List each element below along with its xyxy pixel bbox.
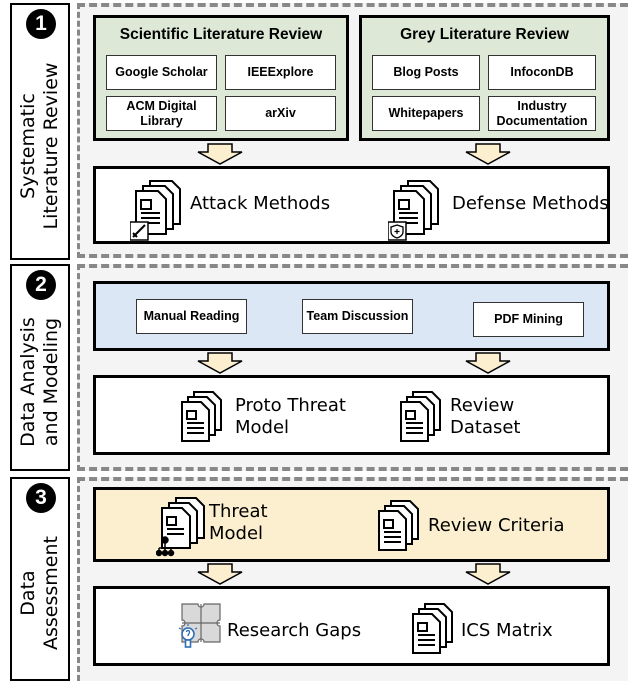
source-google-scholar: Google Scholar — [106, 55, 217, 90]
output-attack-methods: Attack Methods — [190, 193, 331, 214]
source-acm-digital-library: ACM Digital Library — [106, 96, 217, 131]
stage-3-outputs-box: Research Gaps ICS Matrix — [93, 586, 610, 666]
scientific-literature-box: Scientific Literature Review Google Scho… — [93, 15, 349, 141]
grey-literature-title: Grey Literature Review — [400, 26, 569, 43]
grey-literature-box: Grey Literature Review Blog Posts Infoco… — [359, 15, 610, 141]
puzzle-lightbulb-icon — [178, 603, 221, 648]
stage-3-number: 3 — [26, 483, 56, 513]
assessment-inputs-box: Threat Model Review Criteria — [93, 487, 610, 562]
document-icon — [400, 391, 441, 442]
document-icon — [412, 603, 453, 654]
activity-pdf-mining: PDF Mining — [473, 302, 584, 337]
stage-2-label: 2 Data Analysis and Modeling — [10, 264, 70, 471]
stage-1-label: 1 Systematic Literature Review — [10, 3, 70, 260]
source-whitepapers: Whitepapers — [372, 96, 480, 131]
arrow-down-icon — [197, 563, 243, 585]
arrow-down-icon — [465, 143, 511, 165]
output-review-dataset: Review Dataset — [450, 395, 521, 438]
stage-1-outputs-box: Attack Methods Defense Methods — [93, 166, 610, 244]
source-arxiv: arXiv — [225, 96, 336, 131]
document-shield-icon — [388, 180, 439, 241]
stage-2-outputs-box: Proto Threat Model Review Dataset — [93, 375, 610, 455]
source-industry-documentation: Industry Documentation — [488, 96, 596, 131]
input-review-criteria: Review Criteria — [428, 515, 565, 536]
stage-1-title: Systematic Literature Review — [17, 62, 62, 229]
document-icon — [181, 391, 222, 442]
stage-3-title: Data Assessment — [17, 536, 62, 650]
stage-3-label: 3 Data Assessment — [10, 477, 70, 681]
output-research-gaps: Research Gaps — [227, 620, 362, 641]
input-threat-model: Threat Model — [209, 501, 268, 544]
arrow-down-icon — [465, 563, 511, 585]
activities-box: Manual Reading Team Discussion PDF Minin… — [93, 281, 610, 351]
arrow-down-icon — [197, 352, 243, 374]
output-defense-methods: Defense Methods — [452, 193, 609, 214]
arrow-down-icon — [465, 352, 511, 374]
stage-2-number: 2 — [26, 270, 56, 300]
stage-1-number: 1 — [26, 9, 56, 39]
stage-2-title: Data Analysis and Modeling — [17, 316, 62, 447]
activity-team-discussion: Team Discussion — [302, 299, 413, 334]
source-ieeexplore: IEEExplore — [225, 55, 336, 90]
arrow-down-icon — [197, 143, 243, 165]
output-ics-matrix: ICS Matrix — [461, 620, 553, 641]
source-blog-posts: Blog Posts — [372, 55, 480, 90]
scientific-literature-title: Scientific Literature Review — [119, 26, 323, 43]
output-proto-threat-model: Proto Threat Model — [235, 395, 346, 438]
document-tree-icon — [156, 497, 205, 557]
activity-manual-reading: Manual Reading — [136, 299, 247, 334]
document-sword-icon — [130, 180, 181, 241]
source-infocondb: InfoconDB — [488, 55, 596, 90]
document-icon — [378, 500, 419, 551]
